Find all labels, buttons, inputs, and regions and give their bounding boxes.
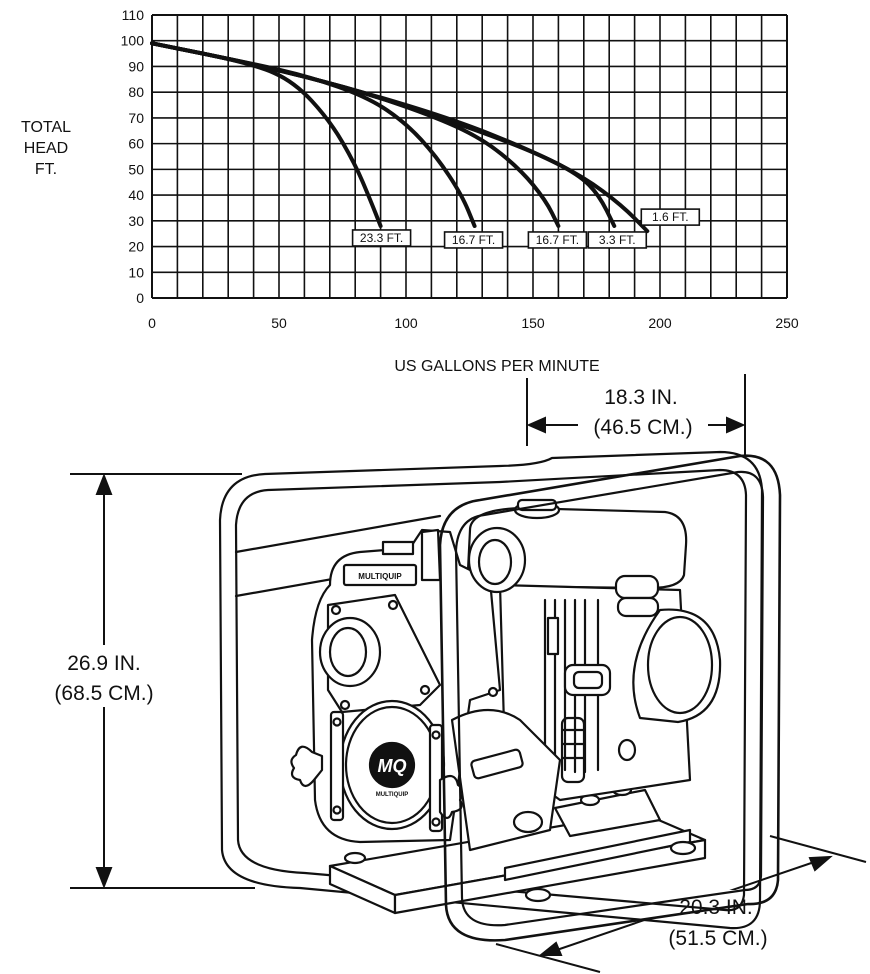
x-tick-label: 100 — [394, 315, 418, 331]
depth-extension-back — [769, 835, 867, 863]
recoil-cap — [646, 615, 714, 715]
series-line — [150, 41, 477, 228]
series-label: 16.7 FT. — [452, 233, 495, 247]
suction-port-inner — [328, 626, 368, 678]
cover-clamp-right — [428, 723, 444, 833]
y-tick-label: 50 — [128, 161, 144, 177]
height-cm: (68.5 CM.) — [54, 682, 153, 705]
y-tick-label: 30 — [128, 213, 144, 229]
series-label-box — [640, 208, 701, 226]
clamp-bolt-4 — [431, 817, 441, 827]
height-label-bg — [36, 645, 176, 707]
y-tick-label: 110 — [122, 7, 145, 23]
width-cm: (46.5 CM.) — [593, 416, 692, 439]
spark-plug — [546, 616, 560, 656]
depth-arrow-back-icon — [808, 855, 833, 872]
x-tick-label: 200 — [648, 315, 672, 331]
x-tick-label: 250 — [775, 315, 799, 331]
y-tick-label: 60 — [128, 136, 144, 152]
bolt-2 — [524, 887, 552, 903]
pump-top-block — [381, 540, 415, 556]
engine-shroud-ribs — [560, 716, 586, 784]
clamp-bolt-2 — [332, 805, 342, 815]
series-label-box — [443, 231, 504, 249]
y-tick-label: 40 — [128, 187, 144, 203]
cover-clamp-left — [329, 710, 345, 822]
y-axis-label-line2: HEAD — [24, 140, 68, 157]
y-tick-label: 10 — [128, 264, 144, 280]
y-axis-label-line3: FT. — [35, 161, 57, 178]
series-label: 16.7 FT. — [536, 233, 579, 247]
bolt-1 — [343, 851, 367, 865]
skid-plate — [553, 788, 662, 838]
series-label: 1.6 FT. — [652, 210, 689, 224]
brand-plate-text: MULTIQUIP — [358, 572, 402, 581]
clamp-bolt-1 — [332, 717, 342, 727]
side-clamp — [470, 748, 524, 780]
mq-logo-circle — [368, 741, 416, 789]
base-skid — [328, 788, 707, 915]
x-tick-label: 0 — [148, 315, 156, 331]
width-inches: 18.3 IN. — [604, 386, 678, 409]
performance-chart: 0 10 20 30 40 50 60 70 80 90 100 110 0 50 100 150 200 25… — [21, 7, 799, 375]
pump-riser — [420, 528, 442, 582]
x-axis-label: US GALLONS PER MINUTE — [394, 358, 599, 375]
y-tick-label: 0 — [136, 290, 144, 306]
chart-grid — [151, 14, 788, 299]
width-label-bg — [578, 411, 708, 439]
series-label: 3.3 FT. — [599, 233, 636, 247]
pump-illustration: MULTIQUIP MQ MULTIQUIP — [218, 450, 782, 942]
frame-rear-outer — [218, 450, 764, 930]
series-labels: 23.3 FT. 16.7 FT. 16.7 FT. 3.3 FT. 1.6 FT. — [351, 208, 701, 249]
pump-housing: MULTIQUIP MQ MULTIQUIP — [290, 526, 562, 852]
housing-bolt — [487, 686, 499, 698]
series-label-box — [587, 231, 648, 249]
series-line — [150, 41, 383, 228]
depth-extension-front — [495, 943, 601, 973]
muffler-inner — [572, 670, 604, 690]
plate-bolt-3 — [419, 684, 431, 696]
y-tick-labels: 0 10 20 30 40 50 60 70 80 90 100 110 — [121, 7, 145, 306]
y-tick-label: 20 — [128, 239, 144, 255]
series-label: 23.3 FT. — [360, 231, 403, 245]
x-tick-label: 150 — [521, 315, 545, 331]
height-inches: 26.9 IN. — [67, 652, 141, 675]
frame-top-rail — [234, 514, 442, 554]
y-tick-label: 70 — [128, 110, 144, 126]
plate-bolt-2 — [387, 599, 399, 611]
width-arrow-left-icon — [526, 416, 546, 434]
frame-front-inner — [454, 470, 765, 927]
drain-plug — [512, 810, 544, 834]
series-label-box — [527, 231, 588, 249]
series-line — [150, 41, 650, 234]
depth-arrow-front-icon — [538, 941, 563, 956]
width-arrow-right-icon — [726, 416, 746, 434]
air-cleaner-2 — [616, 596, 660, 618]
series-label-box — [351, 229, 412, 247]
mq-logo-text: MQ — [378, 756, 407, 776]
plate-bolt-4 — [339, 699, 351, 711]
mq-logo-subtext: MULTIQUIP — [376, 792, 409, 798]
engine-side-bolt — [617, 738, 637, 762]
y-tick-label: 100 — [121, 33, 145, 49]
air-cleaner — [614, 574, 660, 600]
height-arrow-bottom-icon — [95, 867, 113, 889]
y-axis-label-line1: TOTAL — [21, 119, 71, 136]
discharge-port-inner — [477, 538, 513, 586]
y-tick-label: 80 — [128, 84, 144, 100]
depth-cm: (51.5 CM.) — [668, 927, 767, 950]
x-tick-label: 50 — [271, 315, 287, 331]
y-tick-label: 90 — [128, 58, 144, 74]
frame-front-outer — [438, 454, 782, 942]
chart-series — [150, 41, 650, 234]
plate-bolt-1 — [330, 604, 342, 616]
wing-knob-left-icon — [290, 745, 324, 788]
height-arrow-top-icon — [95, 473, 113, 495]
brand-plate — [342, 563, 418, 587]
bolt-3 — [669, 840, 697, 856]
clamp-bolt-3 — [431, 730, 441, 740]
x-tick-labels: 0 50 100 150 200 250 — [148, 315, 799, 331]
